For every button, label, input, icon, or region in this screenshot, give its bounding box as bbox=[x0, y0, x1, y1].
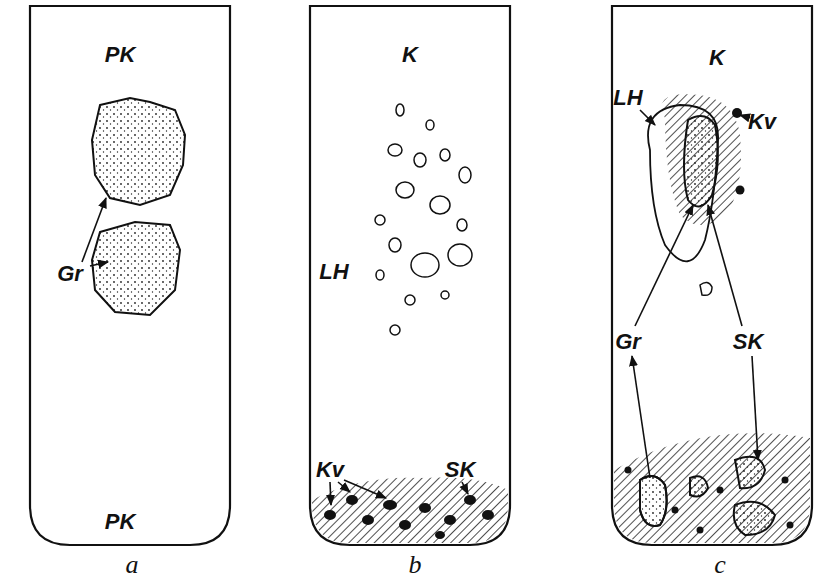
part-label: Gr bbox=[55, 262, 85, 286]
leader-lines bbox=[82, 198, 108, 266]
leader-lines bbox=[632, 110, 758, 478]
part-label: LH bbox=[317, 260, 350, 284]
phase-label: PK bbox=[103, 510, 138, 534]
kv-dots bbox=[324, 495, 494, 539]
sediment bbox=[614, 433, 810, 543]
grain bbox=[684, 116, 718, 206]
hatched-region bbox=[662, 94, 741, 225]
grains bbox=[92, 98, 185, 315]
phase-label: PK bbox=[103, 43, 138, 67]
test-tubes bbox=[30, 6, 812, 545]
part-label: Kv bbox=[314, 458, 346, 482]
phase-label: K bbox=[707, 46, 727, 70]
lh-fragments bbox=[375, 104, 472, 335]
caption-letter: b bbox=[407, 551, 424, 579]
grains bbox=[640, 457, 775, 535]
phase-label: K bbox=[400, 43, 420, 67]
sediment bbox=[312, 478, 508, 544]
part-label: Gr bbox=[613, 330, 643, 354]
part-label: Kv bbox=[746, 110, 778, 134]
kv-dots bbox=[625, 108, 794, 534]
part-label: SK bbox=[731, 330, 766, 354]
leader-lines bbox=[330, 480, 468, 505]
lh-fragment bbox=[700, 282, 712, 295]
caption-letter: a bbox=[124, 551, 141, 579]
part-label: SK bbox=[443, 458, 478, 482]
lh-outline bbox=[648, 105, 718, 261]
part-label: LH bbox=[611, 86, 644, 110]
caption-letter: c bbox=[712, 551, 728, 579]
